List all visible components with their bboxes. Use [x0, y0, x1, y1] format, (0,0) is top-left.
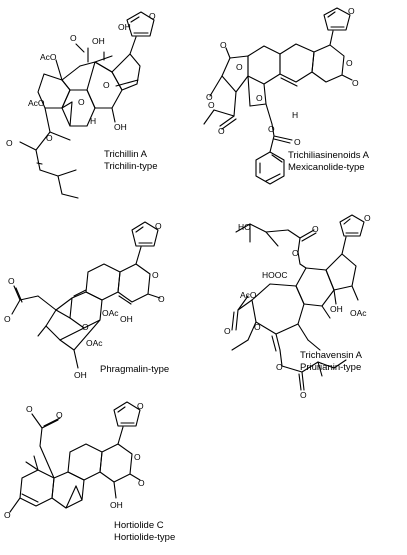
trichiliasinenoids-a-atom-label: H — [292, 110, 298, 120]
trichavensin-a-name: Trichavensin A — [300, 350, 363, 361]
phragmalin-atom-label: O — [155, 221, 162, 231]
trichillin-a-atom-label: O — [46, 133, 53, 143]
trichiliasinenoids-a-atom-label: O — [294, 137, 301, 147]
trichillin-a-atom-label: O — [70, 33, 77, 43]
trichavensin-a-structure: HO O O AcO HOOC O O O OH OAc O O Trichav… — [224, 213, 371, 400]
trichavensin-a-atom-label: OAc — [350, 308, 367, 318]
phragmalin-atom-label: O — [82, 322, 89, 332]
phragmalin-atom-label: O — [8, 276, 15, 286]
trichavensin-a-bonds — [231, 214, 365, 391]
trichillin-a-atom-label: OH — [92, 36, 105, 46]
trichavensin-a-atom-label: HOOC — [262, 270, 288, 280]
phragmalin-atom-label: OH — [74, 370, 87, 380]
trichiliasinenoids-a-atom-label: O — [206, 92, 213, 102]
trichillin-a-atom-label: H — [90, 116, 96, 126]
hortiolide-c-atom-label: O — [138, 478, 145, 488]
trichiliasinenoids-a-type: Mexicanolide-type — [288, 162, 365, 173]
trichavensin-a-atom-label: O — [254, 322, 261, 332]
trichavensin-a-atom-label: O — [364, 213, 371, 223]
trichiliasinenoids-a-structure: O O O O O O O O O H O O Trichiliasinenoi… — [203, 6, 370, 185]
trichavensin-a-atom-label: O — [312, 224, 319, 234]
phragmalin-atom-label: OAc — [86, 338, 103, 348]
trichiliasinenoids-a-atom-label: O — [268, 124, 275, 134]
trichavensin-a-atom-label: AcO — [240, 290, 257, 300]
trichillin-a-atom-label: O — [149, 11, 156, 21]
phragmalin-atom-label: O — [158, 294, 165, 304]
trichavensin-a-atom-label: O — [276, 362, 283, 372]
hortiolide-c-atom-label: O — [4, 510, 11, 520]
trichillin-a-atom-label: OH — [114, 122, 127, 132]
trichavensin-a-atom-label: O — [224, 326, 231, 336]
trichillin-a-atom-label: O — [6, 138, 13, 148]
trichavensin-a-atom-label: HO — [238, 222, 251, 232]
phragmalin-atom-label: O — [4, 314, 11, 324]
trichiliasinenoids-a-atom-label: O — [348, 6, 355, 16]
trichiliasinenoids-a-bonds — [203, 7, 353, 185]
hortiolide-c-atom-label: O — [56, 410, 63, 420]
trichillin-a-atom-label: O — [78, 97, 85, 107]
hortiolide-c-atom-label: O — [134, 452, 141, 462]
trichiliasinenoids-a-atom-label: O — [256, 93, 263, 103]
hortiolide-c-atom-label: OH — [110, 500, 123, 510]
trichiliasinenoids-a-atom-label: O — [346, 58, 353, 68]
trichiliasinenoids-a-atom-label: O — [208, 100, 215, 110]
trichiliasinenoids-a-atom-label: O — [236, 62, 243, 72]
phragmalin-atom-label: OAc — [102, 308, 119, 318]
trichillin-a-type: Trichilin-type — [104, 161, 158, 172]
hortiolide-c-structure: O O O O O O OH Hortiolide C Hortiolide-t… — [4, 401, 175, 543]
phragmalin-bonds — [11, 221, 161, 369]
trichillin-a-atom-label: AcO — [40, 52, 57, 62]
hortiolide-c-atom-label: O — [26, 404, 33, 414]
trichavensin-a-atom-label: O — [300, 390, 307, 400]
phragmalin-atom-label: OH — [120, 314, 133, 324]
hortiolide-c-type: Hortiolide-type — [114, 532, 175, 543]
trichavensin-a-atom-label: O — [292, 248, 299, 258]
hortiolide-c-name: Hortiolide C — [114, 520, 164, 531]
trichillin-a-atom-label: O — [103, 80, 110, 90]
trichillin-a-atom-label: AcO — [28, 98, 45, 108]
trichillin-a-bonds — [19, 11, 155, 199]
trichillin-a-name: Trichillin A — [104, 149, 148, 160]
trichiliasinenoids-a-name: Trichiliasinenoids A — [288, 150, 370, 161]
phragmalin-structure: O O O O O OAc OAc OH OH O Phragmalin-typ… — [4, 221, 169, 380]
trichavensin-a-type: Priurianin-type — [300, 362, 361, 373]
trichavensin-a-atom-label: OH — [330, 304, 343, 314]
phragmalin-type: Phragmalin-type — [100, 364, 169, 375]
phragmalin-atom-label: O — [152, 270, 159, 280]
trichillin-a-atom-label: OH — [118, 22, 131, 32]
trichiliasinenoids-a-atom-label: O — [218, 126, 225, 136]
hortiolide-c-bonds — [9, 401, 141, 513]
trichiliasinenoids-a-atom-label: O — [352, 78, 359, 88]
trichiliasinenoids-a-atom-label: O — [220, 40, 227, 50]
hortiolide-c-atom-label: O — [137, 401, 144, 411]
trichillin-a-structure: O OH OH AcO AcO O OH H O O O O Trichilli… — [6, 11, 158, 199]
